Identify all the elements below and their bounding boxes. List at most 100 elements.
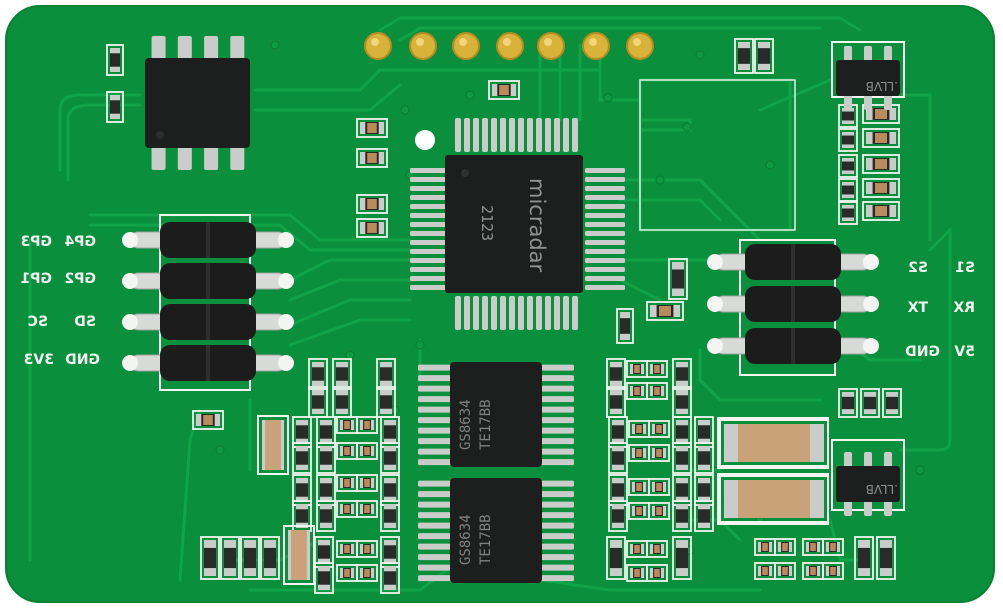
resistor-end bbox=[632, 448, 636, 458]
smd-resistor bbox=[672, 358, 692, 390]
resistor-mark bbox=[636, 425, 642, 433]
resistor-body bbox=[320, 504, 332, 528]
smd-resistor bbox=[774, 538, 796, 556]
pin1-dot bbox=[156, 131, 164, 139]
smd-resistor bbox=[356, 564, 378, 582]
soic8-chip bbox=[145, 36, 250, 170]
resistor-mark bbox=[344, 545, 350, 553]
right-header-labels: S1 S2 RX TX 5V GND bbox=[905, 260, 975, 360]
resistor-end bbox=[698, 420, 710, 426]
resistor-end bbox=[360, 544, 364, 554]
resistor-body bbox=[610, 390, 622, 414]
resistor-silk bbox=[356, 564, 378, 582]
mcu-pin bbox=[585, 267, 625, 272]
header-pin-tip bbox=[278, 232, 294, 248]
resistor-body bbox=[676, 362, 688, 386]
resistor-end bbox=[842, 158, 854, 162]
mcu-pin bbox=[585, 177, 625, 182]
resistor-mark bbox=[875, 133, 887, 143]
ic-pin bbox=[418, 543, 454, 550]
resistor-mark bbox=[830, 567, 836, 575]
resistor-end bbox=[264, 540, 276, 548]
resistor-end bbox=[320, 420, 332, 426]
resistor-body bbox=[318, 566, 330, 590]
sot-pin bbox=[844, 94, 852, 110]
resistor-body bbox=[336, 362, 348, 386]
mcu-pin bbox=[473, 118, 479, 152]
resistor-silk bbox=[734, 38, 754, 74]
smd-resistor bbox=[672, 416, 692, 448]
ic-pin bbox=[538, 564, 574, 571]
resistor-silk bbox=[854, 536, 874, 580]
resistor-mark bbox=[875, 159, 887, 169]
smd-resistor bbox=[376, 386, 396, 418]
resistor-silk bbox=[356, 118, 388, 138]
resistor-silk bbox=[754, 38, 774, 74]
resistor-end bbox=[378, 152, 384, 164]
ic-pin bbox=[204, 36, 219, 62]
smd-resistor bbox=[356, 474, 378, 492]
mcu-pin bbox=[585, 204, 625, 209]
resistor-end bbox=[384, 558, 396, 564]
mcu-pin bbox=[491, 296, 497, 330]
resistor-body bbox=[224, 540, 236, 576]
resistor-body bbox=[676, 420, 688, 444]
regulator-bottom-chip bbox=[836, 452, 900, 516]
resistor-mark bbox=[344, 569, 350, 577]
smd-resistor bbox=[488, 80, 520, 100]
mcu-pin bbox=[464, 296, 470, 330]
resistor-end bbox=[350, 504, 354, 514]
label-sc: SC bbox=[28, 314, 48, 330]
resistor-end bbox=[758, 42, 770, 49]
resistor-mark bbox=[364, 545, 370, 553]
resistor-end bbox=[640, 386, 644, 396]
ic-pin bbox=[418, 396, 454, 403]
mcu-pin bbox=[585, 240, 625, 245]
mcu-pin bbox=[410, 168, 450, 173]
resistor-silk bbox=[240, 536, 260, 580]
resistor-silk bbox=[380, 442, 400, 474]
resistor-mark bbox=[367, 153, 377, 163]
resistor-mark bbox=[364, 421, 370, 429]
resistor-end bbox=[758, 542, 762, 552]
resistor-end bbox=[378, 198, 384, 210]
resistor-mark bbox=[654, 569, 660, 577]
header-notch bbox=[206, 222, 210, 258]
sot-pin bbox=[864, 452, 872, 468]
resistor-end bbox=[642, 482, 646, 492]
ic-pin bbox=[418, 448, 454, 455]
ic-pin bbox=[418, 417, 454, 424]
resistor-mark bbox=[656, 483, 662, 491]
smd-resistor bbox=[822, 562, 844, 580]
resistor-end bbox=[652, 448, 656, 458]
mcu-pin bbox=[518, 118, 524, 152]
ic-pin bbox=[418, 491, 454, 498]
resistor-silk bbox=[860, 388, 880, 418]
smd-resistor bbox=[106, 44, 124, 76]
resistor-end bbox=[866, 132, 873, 144]
resistor-end bbox=[640, 568, 644, 578]
resistor-end bbox=[296, 420, 308, 426]
resistor-mark bbox=[344, 505, 350, 513]
resistor-silk bbox=[380, 500, 400, 532]
resistor-silk bbox=[774, 562, 796, 580]
resistor-body bbox=[698, 420, 710, 444]
resistor-end bbox=[350, 544, 354, 554]
smd-resistor bbox=[648, 444, 670, 462]
resistor-end bbox=[340, 544, 344, 554]
mcu-pin bbox=[410, 213, 450, 218]
mcu-pin bbox=[572, 296, 578, 330]
smd-resistor bbox=[774, 562, 796, 580]
resistor-silk bbox=[332, 358, 352, 390]
resistor-silk bbox=[376, 358, 396, 390]
ic-pin bbox=[418, 459, 454, 466]
resistor-body bbox=[676, 504, 688, 528]
resistor-end bbox=[610, 390, 622, 396]
left-header-labels: GP4 GP3 GP2 GP1 SD SC GND 3V3 bbox=[21, 234, 101, 368]
smd-resistor bbox=[672, 536, 692, 580]
resistor-body bbox=[880, 540, 892, 576]
smd-resistor bbox=[862, 178, 900, 198]
resistor-end bbox=[320, 522, 332, 528]
resistor-end bbox=[768, 542, 772, 552]
resistor-end bbox=[110, 113, 120, 119]
